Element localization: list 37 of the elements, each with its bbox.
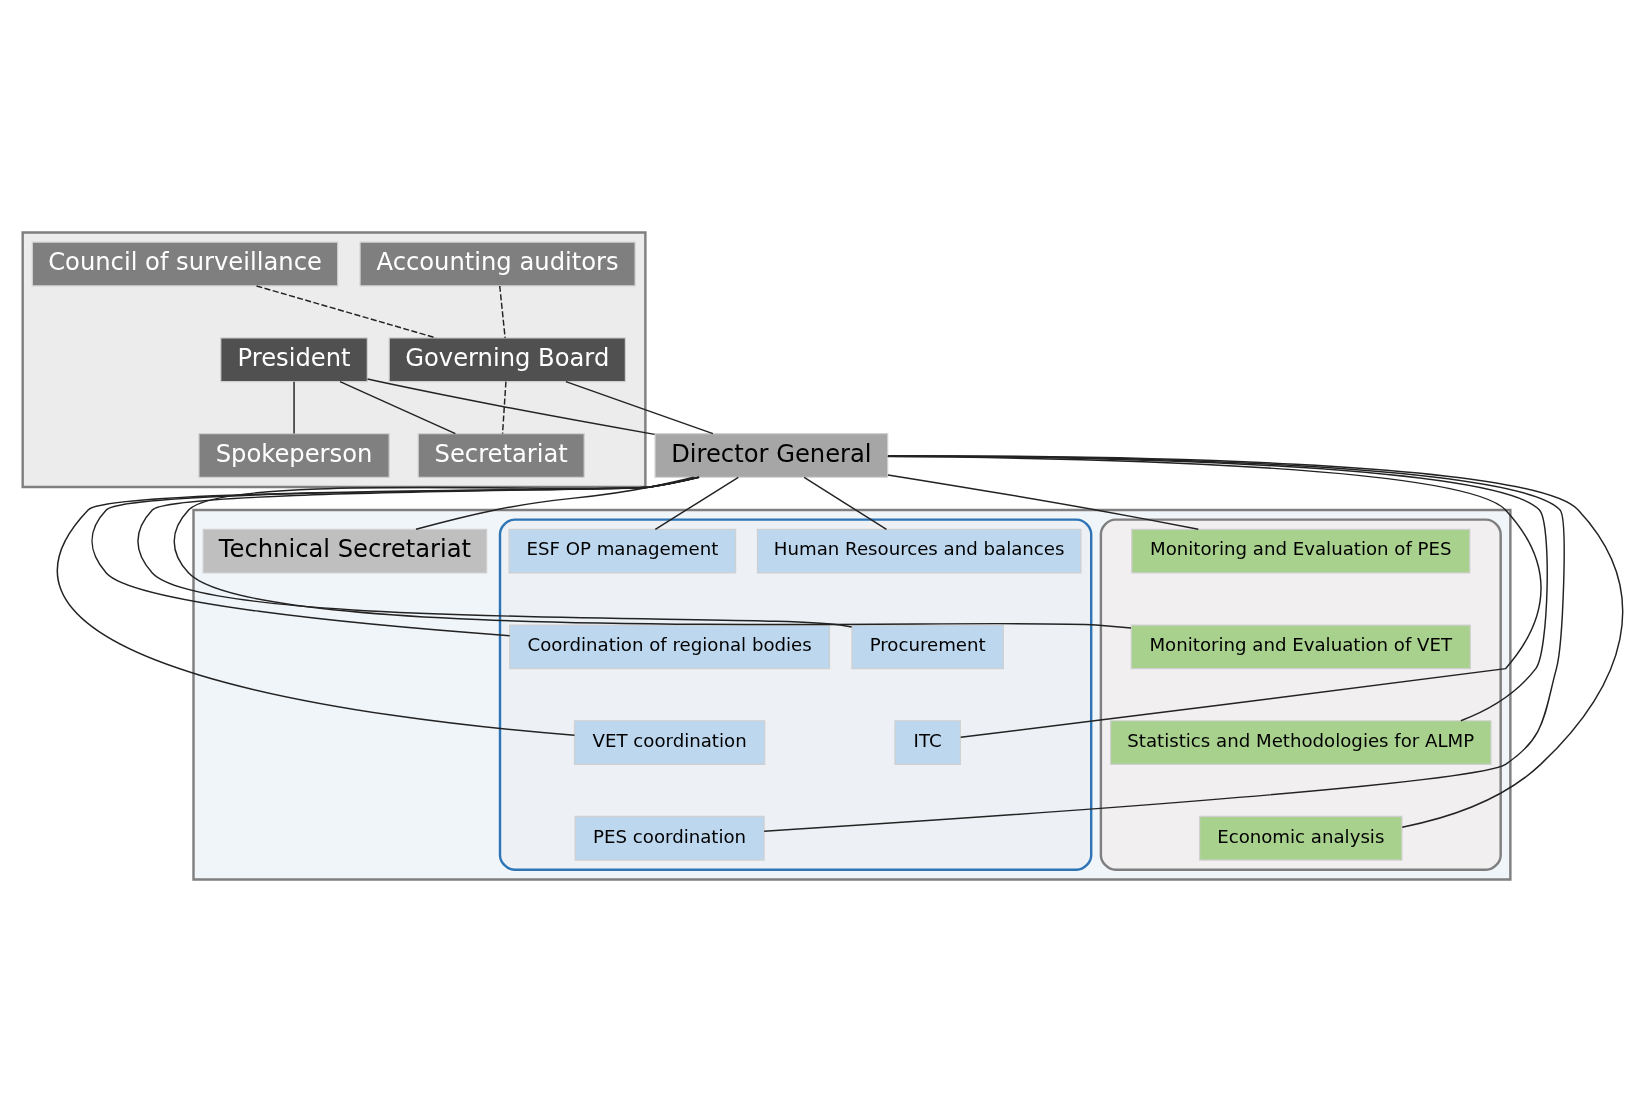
cluster: [498, 518, 1093, 871]
connector: [565, 380, 714, 435]
node-box: Monitoring and Evaluation of VET: [1130, 624, 1471, 670]
node-box: Secretariat: [417, 433, 585, 478]
connector: [803, 476, 888, 531]
node-box: Governing Board: [388, 337, 626, 383]
node-box: ESF OP management: [508, 528, 737, 574]
node-box: VET coordination: [573, 720, 766, 765]
connector: [293, 380, 295, 435]
node-box: Economic analysis: [1199, 815, 1403, 861]
node-box: Human Resources and balances: [756, 528, 1082, 574]
connector: [763, 455, 1565, 832]
connector: [255, 285, 437, 339]
node-box: Technical Secretariat: [202, 528, 488, 574]
node-box: Monitoring and Evaluation of PES: [1131, 528, 1471, 574]
connector: [339, 380, 457, 435]
node-box: Statistics and Methodologies for ALMP: [1109, 720, 1492, 765]
cluster: [192, 508, 1512, 881]
connector: [887, 455, 1624, 828]
node-box: ITC: [894, 720, 961, 765]
node-box: Procurement: [851, 624, 1004, 670]
connector: [137, 476, 853, 628]
cluster: [21, 231, 647, 489]
node-box: Director General: [654, 433, 889, 478]
node-box: Council of surveillance: [31, 241, 339, 287]
connector: [654, 476, 740, 531]
node-box: Spokeperson: [198, 433, 390, 478]
node-box: PES coordination: [574, 815, 765, 861]
connector: [173, 476, 1132, 629]
node-box: Coordination of regional bodies: [509, 624, 831, 670]
cluster: [1099, 518, 1502, 871]
connector: [366, 378, 656, 436]
connector: [415, 476, 695, 530]
node-box: President: [220, 337, 368, 383]
connector: [499, 285, 506, 339]
connector: [501, 380, 507, 435]
node-box: Accounting auditors: [359, 241, 636, 287]
